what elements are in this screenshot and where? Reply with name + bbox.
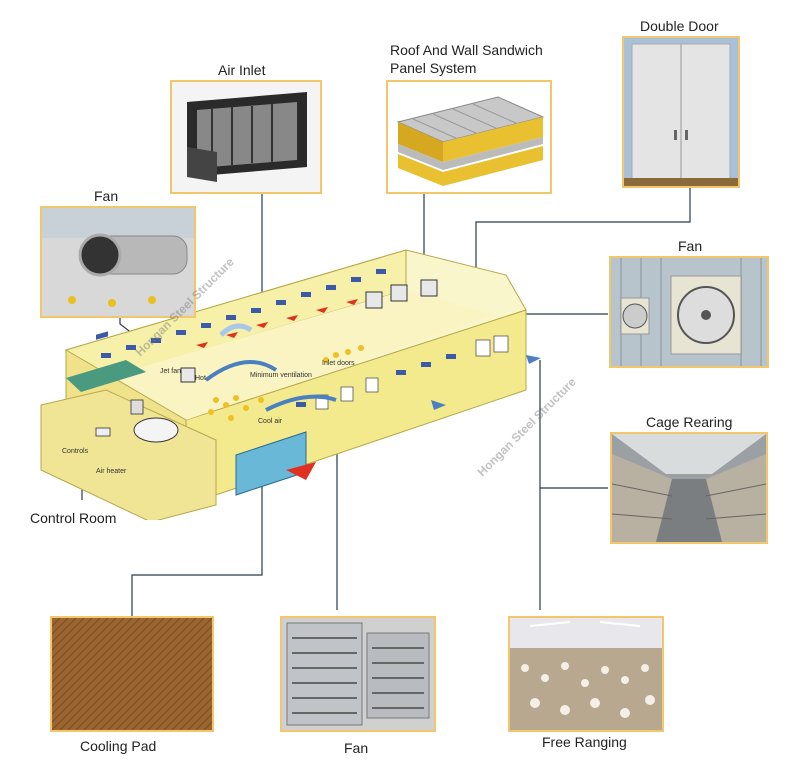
diagram-label-controls: Controls	[62, 448, 89, 455]
photo-air-inlet	[170, 80, 322, 194]
photo-fan-left	[40, 206, 196, 318]
photo-free-ranging	[508, 616, 664, 732]
diagram-label-minimum-ventilation: Minimum ventilation	[250, 372, 312, 379]
line-cooling-pad	[131, 480, 263, 616]
label-fan-bottom: Fan	[344, 740, 369, 756]
label-double-door: Double Door	[640, 18, 719, 34]
photo-sandwich-panel	[386, 80, 552, 194]
label-cage-rearing: Cage Rearing	[646, 414, 733, 430]
line-double-door	[475, 186, 691, 300]
label-air-inlet: Air Inlet	[218, 62, 266, 78]
photo-fan-right	[609, 256, 769, 368]
label-control-room: Control Room	[30, 510, 117, 526]
label-fan-left: Fan	[94, 188, 119, 204]
label-roof-wall-line2: Panel System	[390, 60, 477, 76]
diagram-label-inlet-doors: Inlet doors	[322, 360, 355, 367]
diagram-label-hot: Hot	[195, 375, 206, 382]
photo-cage-rearing	[610, 432, 768, 544]
label-cooling-pad: Cooling Pad	[80, 738, 157, 754]
photo-fan-bottom	[280, 616, 436, 732]
back-windows	[101, 269, 386, 358]
diagram-label-cool-air: Cool air	[258, 418, 283, 425]
diagram-label-air-heater: Air heater	[96, 468, 127, 475]
photo-double-door	[622, 36, 740, 188]
label-roof-wall: Roof And Wall Sandwich	[390, 42, 543, 58]
photo-cooling-pad	[50, 616, 214, 732]
broiler-house-diagram	[40, 249, 541, 520]
label-free-ranging: Free Ranging	[542, 734, 627, 750]
diagram-label-jet-fan: Jet fan	[160, 368, 182, 375]
label-fan-right: Fan	[678, 238, 703, 254]
